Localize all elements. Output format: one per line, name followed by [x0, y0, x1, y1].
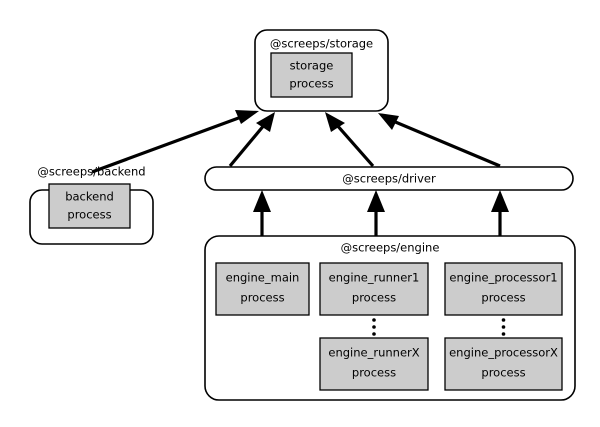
process-backend[interactable]: backend process: [48, 183, 131, 229]
connector-engine-to-driver-left: [253, 190, 271, 236]
vertical-ellipsis-runner-icon: [372, 318, 376, 336]
process-backend-line1: backend: [65, 190, 114, 204]
connector-line: [334, 122, 375, 168]
package-storage-label: @screeps/storage: [270, 37, 373, 51]
connector-line: [392, 119, 501, 168]
process-engine-runner1-box[interactable]: [319, 262, 429, 316]
process-engine-runnerx-box[interactable]: [319, 337, 429, 391]
process-engine-processor1-line2: process: [481, 291, 525, 305]
package-driver[interactable]: @screeps/driver: [204, 166, 574, 191]
connector-line: [228, 122, 267, 168]
process-engine-runner1[interactable]: engine_runner1 process: [319, 262, 429, 316]
package-backend[interactable]: @screeps/backend backend process: [29, 165, 154, 245]
vertical-ellipsis-processor-icon: [501, 318, 506, 336]
connector-line: [91, 114, 245, 174]
package-backend-label: @screeps/backend: [37, 165, 145, 179]
connector-backend-to-storage: [91, 110, 259, 174]
process-engine-runnerx-line1: engine_runnerX: [328, 346, 419, 360]
process-backend-box[interactable]: [48, 183, 131, 229]
connector-engine-to-driver-right: [491, 190, 509, 236]
process-storage[interactable]: storage process: [270, 52, 353, 98]
arrow-head-icon: [325, 112, 345, 132]
arrow-head-icon: [367, 190, 385, 212]
arrow-head-icon: [378, 113, 399, 130]
process-engine-main-line2: process: [240, 291, 284, 305]
package-driver-label: @screeps/driver: [342, 172, 436, 186]
package-engine[interactable]: @screeps/engine engine_main process engi…: [204, 235, 576, 401]
package-storage[interactable]: @screeps/storage storage process: [254, 29, 389, 112]
process-engine-runner1-line2: process: [352, 291, 396, 305]
process-engine-processorx[interactable]: engine_processorX process: [444, 337, 563, 391]
process-engine-processor1-line1: engine_processor1: [449, 271, 557, 285]
process-engine-processorx-line1: engine_processorX: [449, 346, 558, 360]
process-engine-main[interactable]: engine_main process: [215, 262, 310, 316]
process-engine-main-box[interactable]: [215, 262, 310, 316]
process-engine-runner1-line1: engine_runner1: [329, 271, 420, 285]
process-engine-runnerx-line2: process: [352, 366, 396, 380]
package-driver-box[interactable]: [204, 166, 574, 191]
process-engine-main-line1: engine_main: [226, 271, 300, 285]
arrow-head-icon: [235, 110, 259, 124]
arrow-head-icon: [253, 190, 271, 212]
arrow-head-icon: [256, 112, 275, 132]
process-storage-box[interactable]: [270, 52, 353, 98]
process-engine-processor1-box[interactable]: [444, 262, 563, 316]
connector-engine-to-driver-center: [367, 190, 385, 236]
process-engine-runnerx[interactable]: engine_runnerX process: [319, 337, 429, 391]
connector-driver-to-storage-right: [378, 113, 501, 168]
process-storage-line2: process: [289, 77, 333, 91]
process-engine-processorx-box[interactable]: [444, 337, 563, 391]
process-storage-line1: storage: [290, 59, 334, 73]
process-engine-processor1[interactable]: engine_processor1 process: [444, 262, 563, 316]
connector-group: [91, 110, 509, 236]
package-engine-label: @screeps/engine: [341, 241, 440, 255]
process-engine-processorx-line2: process: [481, 366, 525, 380]
process-backend-line2: process: [67, 208, 111, 222]
arrow-head-icon: [491, 190, 509, 212]
connector-driver-to-storage-center: [325, 112, 375, 168]
connector-driver-to-storage-left: [228, 112, 275, 168]
